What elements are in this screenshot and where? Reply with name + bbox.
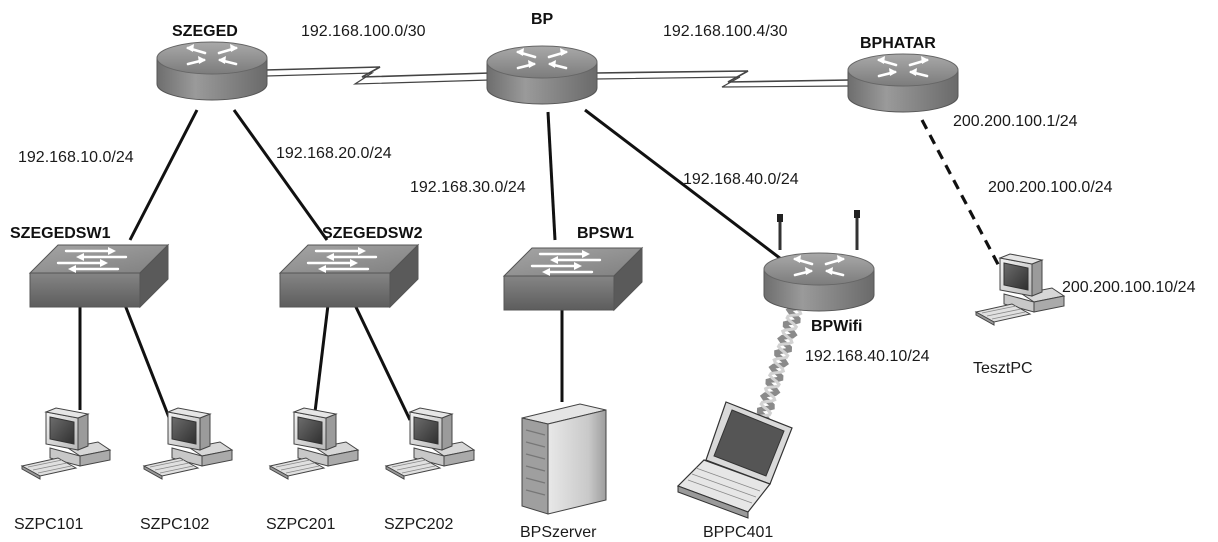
- router-bphatar[interactable]: [846, 52, 960, 114]
- link-szegedsw2-szpc201: [313, 304, 330, 413]
- label-szpc201: SZPC201: [266, 516, 335, 533]
- pc-szpc102[interactable]: [143, 407, 233, 480]
- labels: SZEGED BP BPHATAR SZEGEDSW1 SZEGEDSW2 BP…: [10, 11, 1196, 541]
- label-tesztpc-ip: 200.200.100.10/24: [1062, 279, 1196, 296]
- label-szpc102: SZPC102: [140, 516, 209, 533]
- router-szeged[interactable]: [155, 40, 269, 102]
- wireless-signal: [752, 305, 803, 430]
- router-bp[interactable]: [485, 44, 599, 106]
- label-szpc202: SZPC202: [384, 516, 453, 533]
- switch-szegedsw2[interactable]: [278, 243, 420, 309]
- label-net-serial2: 192.168.100.4/30: [663, 23, 788, 40]
- label-tesztpc: TesztPC: [973, 360, 1033, 377]
- switch-szegedsw1[interactable]: [28, 243, 170, 309]
- link-bp-bpsw1: [546, 111, 557, 241]
- switch-bpsw1[interactable]: [502, 246, 644, 312]
- label-net-test: 200.200.100.0/24: [988, 179, 1113, 196]
- serial-link-bp-bphatar: [595, 70, 851, 83]
- pc-szpc202[interactable]: [385, 407, 475, 480]
- link-szegedsw2-szpc202: [353, 304, 412, 421]
- label-bpwifi: BPWifi: [811, 318, 862, 335]
- label-net-lan10: 192.168.10.0/24: [18, 149, 134, 166]
- label-szpc101: SZPC101: [14, 516, 83, 533]
- serial-link-szeged-bp-edge: [265, 72, 491, 85]
- link-szeged-szegedsw1: [128, 109, 199, 241]
- link-szegedsw1-szpc102: [123, 304, 172, 421]
- serial-link-bp-bphatar-edge: [595, 76, 851, 88]
- pc-szpc101[interactable]: [21, 407, 111, 480]
- label-bpsw1: BPSW1: [577, 225, 634, 242]
- label-szegedsw2: SZEGEDSW2: [322, 225, 423, 242]
- pc-tesztpc[interactable]: [975, 253, 1065, 326]
- label-bp: BP: [531, 11, 554, 28]
- link-szeged-szegedsw2: [232, 109, 329, 241]
- laptop-bppc401[interactable]: [676, 401, 793, 519]
- server-bpszerver[interactable]: [521, 403, 607, 515]
- label-net-serial1: 192.168.100.0/30: [301, 23, 426, 40]
- link-bphatar-tesztpc: [920, 119, 1002, 269]
- label-net-lan20: 192.168.20.0/24: [276, 145, 392, 162]
- label-wifi-host-ip: 192.168.40.10/24: [805, 348, 930, 365]
- links: [78, 66, 1002, 421]
- label-bpszerver: BPSzerver: [520, 524, 597, 541]
- label-szeged: SZEGED: [172, 23, 238, 40]
- link-bp-bpwifi: [584, 108, 786, 264]
- wireless-router-bpwifi[interactable]: [762, 210, 876, 313]
- label-net-lan40: 192.168.40.0/24: [683, 171, 799, 188]
- label-bppc401: BPPC401: [703, 524, 773, 541]
- label-bphatar: BPHATAR: [860, 35, 936, 52]
- pc-szpc201[interactable]: [269, 407, 359, 480]
- serial-link-szeged-bp: [264, 66, 491, 78]
- label-szegedsw1: SZEGEDSW1: [10, 225, 111, 242]
- label-net-lan30: 192.168.30.0/24: [410, 179, 526, 196]
- label-bphatar-ip: 200.200.100.1/24: [953, 113, 1078, 130]
